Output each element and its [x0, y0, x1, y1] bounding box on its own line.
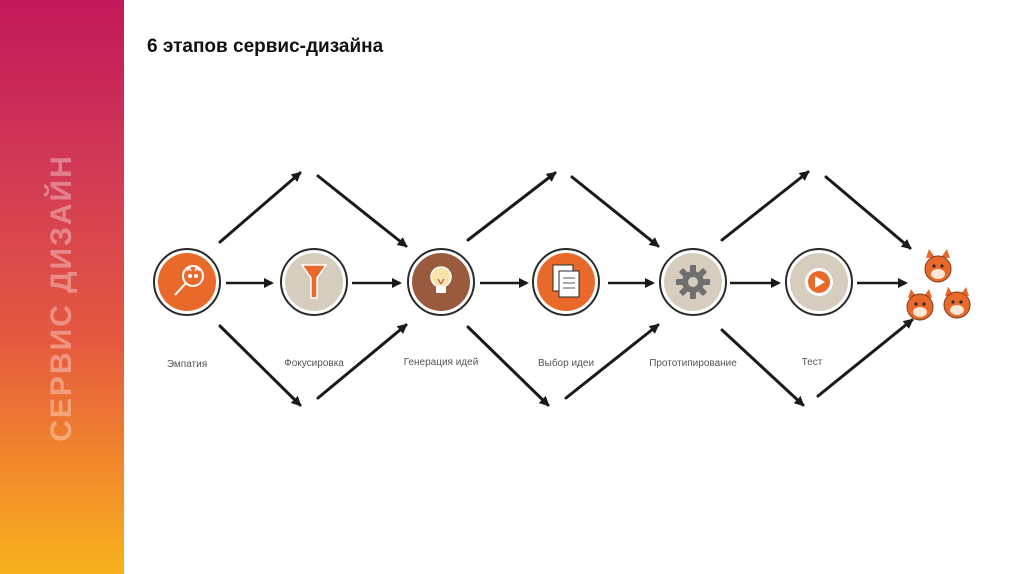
cat-face-icon	[944, 287, 970, 318]
service-design-diagram: Эмпатия Фокусировка Генерация идей	[150, 150, 980, 425]
stage-test: Тест	[786, 249, 852, 368]
stage-label-selection: Выбор идеи	[538, 357, 594, 369]
arrow-up-1	[220, 173, 300, 242]
arrow-in-top-3	[826, 177, 910, 248]
arrow-in-bottom-3	[818, 320, 912, 396]
stage-label-empathy: Эмпатия	[167, 359, 207, 370]
play-icon	[805, 268, 833, 296]
arrow-in-top-2	[572, 177, 658, 246]
stage-selection: Выбор идеи	[533, 249, 599, 369]
cat-face-icon	[925, 249, 951, 282]
sidebar-title: СЕРВИС ДИЗАЙН	[45, 154, 79, 442]
arrow-up-3	[722, 172, 808, 240]
arrow-up-2	[468, 173, 555, 240]
stage-label-ideation: Генерация идей	[404, 357, 479, 368]
gear-icon	[676, 265, 710, 299]
arrow-down-2	[468, 327, 548, 405]
arrow-in-top-1	[318, 176, 406, 246]
cat-face-icon	[907, 289, 933, 320]
stage-label-focus: Фокусировка	[284, 358, 344, 369]
cat-faces-icon	[907, 249, 970, 320]
stage-label-prototyping: Прототипирование	[649, 358, 737, 369]
stage-focus: Фокусировка	[281, 249, 347, 369]
stage-ideation: Генерация идей	[404, 249, 479, 368]
sidebar: СЕРВИС ДИЗАЙН	[0, 0, 124, 574]
stage-empathy: Эмпатия	[154, 249, 220, 370]
page-title: 6 этапов сервис-дизайна	[147, 36, 383, 58]
stage-prototyping: Прототипирование	[649, 249, 737, 369]
stage-label-test: Тест	[802, 357, 823, 368]
